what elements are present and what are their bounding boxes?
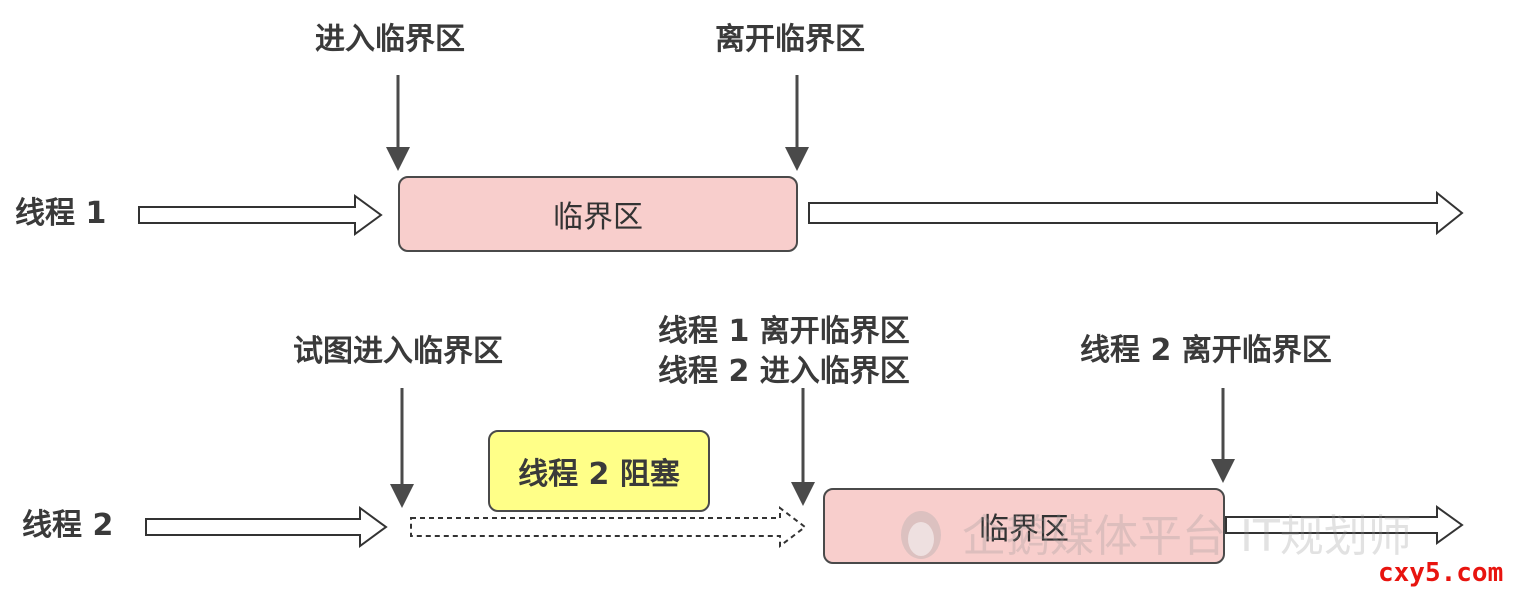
thread1-label: 线程 1 [15, 196, 107, 231]
enter-critical-label: 进入临界区 [315, 22, 465, 57]
try-enter-label: 试图进入临界区 [293, 334, 503, 369]
watermark-brand: cxy5.com [1378, 558, 1504, 588]
critical-section-1: 临界区 [398, 176, 798, 252]
thread2-label: 线程 2 [22, 508, 114, 543]
t2-leave-label: 线程 2 离开临界区 [1080, 333, 1332, 368]
leave-critical-label: 离开临界区 [715, 22, 865, 57]
thread2-arrow-out [1225, 505, 1464, 545]
critical-section-2: 临界区 [823, 488, 1225, 564]
thread2-arrow-blocked [410, 505, 807, 549]
t1-leave-label: 线程 1 离开临界区 [658, 314, 910, 349]
t2-enter-label: 线程 2 进入临界区 [658, 354, 910, 389]
thread1-arrow-in [138, 194, 383, 236]
watermark-text: 企鹅媒体平台 IT规划师 [962, 511, 1412, 562]
thread2-blocked-box: 线程 2 阻塞 [488, 430, 710, 512]
thread2-arrow-in [145, 506, 388, 548]
penguin-watermark-icon [901, 511, 941, 559]
thread1-arrow-out [808, 190, 1464, 236]
